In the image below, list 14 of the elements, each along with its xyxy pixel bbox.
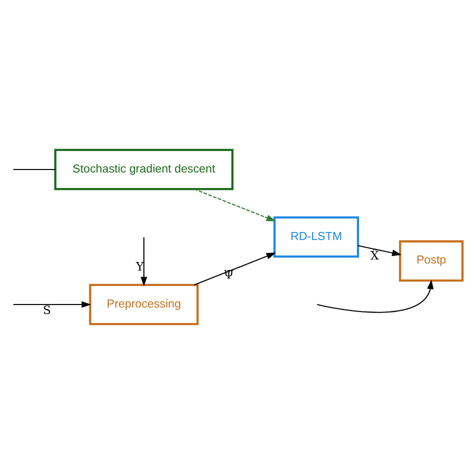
arrow bbox=[316, 280, 434, 313]
arrow bbox=[12, 301, 91, 308]
arrow bbox=[140, 237, 147, 286]
node-box: Preprocessing bbox=[88, 284, 198, 326]
arrow bbox=[194, 188, 276, 222]
node-box: Stochastic gradient descent bbox=[54, 148, 233, 190]
connector bbox=[12, 168, 55, 170]
node-box: RD-LSTM bbox=[272, 216, 359, 258]
arrow bbox=[194, 252, 276, 286]
edge-label: Y bbox=[136, 259, 144, 274]
arrow bbox=[357, 245, 402, 256]
edge-label: X̂ bbox=[370, 248, 378, 262]
node-box: Postp bbox=[398, 240, 464, 282]
edge-label: S bbox=[42, 302, 50, 317]
